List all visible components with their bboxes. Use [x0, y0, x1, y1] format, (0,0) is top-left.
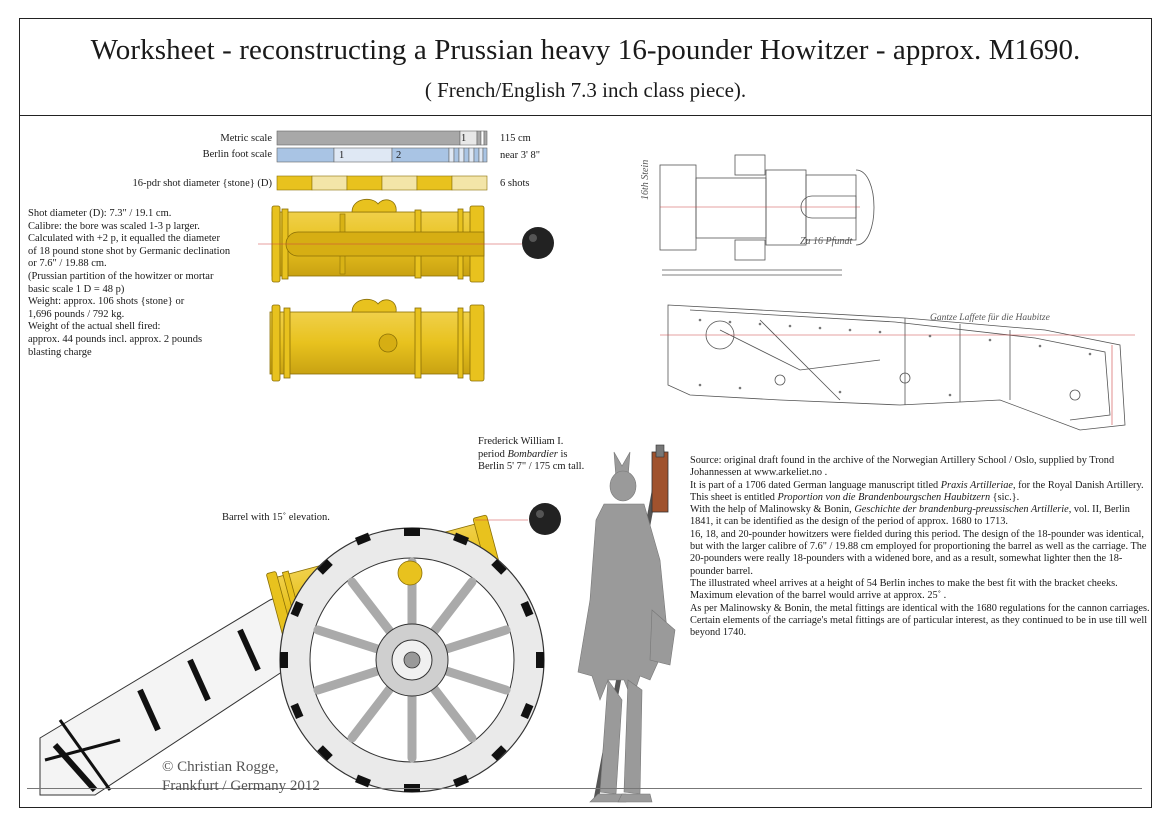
bombardier-line2-suffix: is: [557, 448, 568, 460]
bombardier-caption: Frederick William I. period Bombardier i…: [478, 436, 658, 474]
specification-notes: Shot diameter (D): 7.3" / 19.1 cm. Calib…: [28, 208, 268, 359]
shot-scale-label: 16-pdr shot diameter {stone} (D): [132, 178, 272, 189]
note-line: 1,696 pounds / 792 kg.: [28, 308, 125, 320]
note-line: or 7.6" / 19.88 cm.: [28, 258, 107, 270]
carriage-wheel: [279, 527, 545, 793]
berlin-scale-value: near 3' 8": [500, 150, 540, 161]
bottom-rule: [27, 788, 1142, 789]
source-para-5: The illustrated wheel arrives at a heigh…: [690, 577, 1118, 602]
note-line: Shot diameter (D): 7.3" / 19.1 cm.: [28, 208, 172, 219]
note-line: Weight: approx. 106 shots {stone} or: [28, 296, 185, 308]
note-line: approx. 44 pounds incl. approx. 2 pounds: [28, 333, 203, 345]
source-para-2: It is part of a 1706 dated German langua…: [690, 479, 1144, 503]
bombardier-line1: Frederick William I.: [478, 436, 564, 447]
source-para-4: 16, 18, and 20-pounder howitzers were fi…: [690, 528, 1147, 577]
bombardier-line2-italic: Bombardier: [507, 448, 558, 460]
source-para-3: With the help of Malinowsky & Bonin, Ges…: [690, 504, 1130, 528]
berlin-tick-1: 1: [339, 150, 345, 161]
bombardier-line2-prefix: period: [478, 448, 508, 460]
source-para-1: Source: original draft found in the arch…: [690, 455, 1115, 479]
source-para-6: As per Malinowsky & Bonin, the metal fit…: [690, 602, 1150, 639]
berlin-tick-2: 2: [396, 150, 402, 161]
copyright-line2: Frankfurt / Germany 2012: [162, 778, 320, 794]
note-line: blasting charge: [28, 346, 92, 358]
sketch-carriage-note: Gantze Laffete für die Haubitze: [930, 313, 1050, 323]
copyright: © Christian Rogge, Frankfurt / Germany 2…: [162, 758, 320, 796]
barrel-section-view: [258, 198, 554, 283]
barrel-top-view: [269, 298, 485, 382]
copyright-line1: © Christian Rogge,: [162, 759, 279, 775]
note-line: of 18 pound stone shot by Germanic decli…: [28, 245, 231, 257]
note-line: basic scale 1 D = 48 p): [28, 283, 125, 295]
bombardier-line3: Berlin 5' 7" / 175 cm tall.: [478, 461, 585, 473]
note-line: Calibre: the bore was scaled 1-3 p large…: [28, 220, 200, 232]
note-line: Calculated with +2 p, it equalled the di…: [28, 233, 220, 245]
title-box: Worksheet - reconstructing a Prussian he…: [19, 18, 1152, 116]
berlin-scale-label: Berlin foot scale: [202, 149, 272, 160]
shot-scale-value: 6 shots: [500, 178, 530, 189]
metric-scale-label: Metric scale: [220, 133, 272, 144]
metric-scale-value: 115 cm: [500, 133, 531, 144]
note-line: Weight of the actual shell fired:: [28, 321, 161, 333]
page-subtitle: ( French/English 7.3 inch class piece).: [424, 78, 747, 102]
shot-bar-6: [451, 175, 488, 191]
source-text: Source: original draft found in the arch…: [690, 455, 1150, 639]
sketch-barrel-note: Zu 16 Pfundt: [800, 236, 853, 247]
page-title: Worksheet - reconstructing a Prussian he…: [90, 34, 1081, 66]
sheet-frame: [19, 18, 1152, 808]
elevation-label: Barrel with 15˚ elevation.: [222, 512, 330, 523]
metric-tick: 1: [461, 133, 467, 144]
note-line: (Prussian partition of the howitzer or m…: [28, 270, 214, 282]
